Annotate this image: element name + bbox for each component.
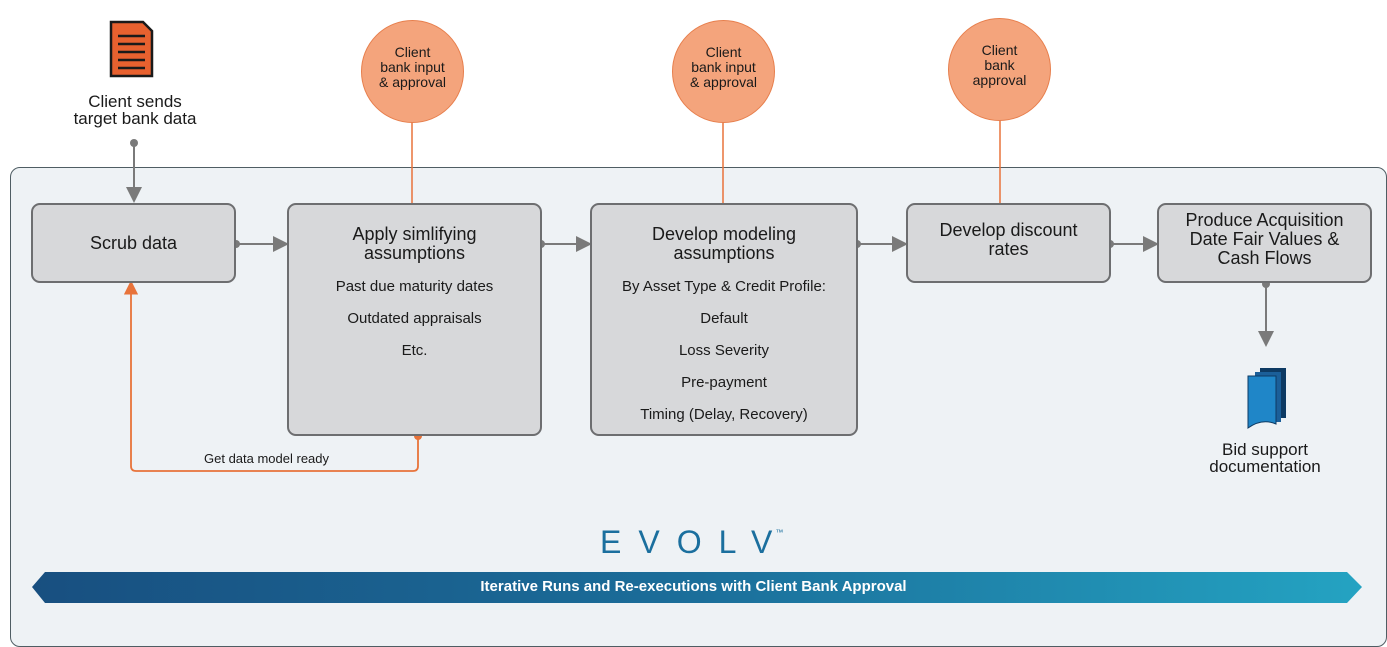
modeling-item: Default <box>700 310 748 327</box>
scrub-data-box: Scrub data <box>31 203 236 283</box>
bid-support-label: Bid support documentation <box>1209 440 1321 476</box>
produce-values-box: Produce Acquisition Date Fair Values & C… <box>1157 203 1372 283</box>
discount-rates-title: Develop discount rates <box>939 220 1078 259</box>
apply-item: Etc. <box>401 342 428 359</box>
discount-rates-box: Develop discount rates <box>906 203 1111 283</box>
documents-stack-icon <box>1247 368 1286 429</box>
iteration-banner-text: Iterative Runs and Re-executions with Cl… <box>480 578 907 595</box>
document-icon <box>109 20 154 78</box>
develop-modeling-title: Develop modeling assumptions <box>651 224 797 263</box>
apply-item: Past due maturity dates <box>335 278 494 295</box>
modeling-item: Pre-payment <box>681 374 767 391</box>
trademark-mark: ™ <box>775 528 784 537</box>
iteration-banner <box>32 572 1362 603</box>
client-approval-circle-3: Client bank approval <box>948 18 1051 121</box>
connectors-layer <box>32 20 1362 603</box>
client-approval-circle-2: Client bank input & approval <box>672 20 775 123</box>
apply-assumptions-box: Apply simlifying assumptions Past due ma… <box>287 203 542 436</box>
evolv-logo: EVOLV™ <box>600 524 800 561</box>
scrub-data-title: Scrub data <box>89 232 178 253</box>
apply-assumptions-title: Apply simlifying assumptions <box>352 224 477 263</box>
feedback-loop-label: Get data model ready <box>204 451 330 466</box>
modeling-item: By Asset Type & Credit Profile: <box>622 278 826 295</box>
develop-modeling-box: Develop modeling assumptions By Asset Ty… <box>590 203 858 436</box>
produce-values-title: Produce Acquisition Date Fair Values & C… <box>1185 210 1344 268</box>
client-approval-circle-1: Client bank input & approval <box>361 20 464 123</box>
feedback-loop-arrow <box>123 280 419 472</box>
client-sends-label: Client sends target bank data <box>73 92 197 128</box>
evolv-logo-text: EVOLV <box>600 524 790 560</box>
modeling-item: Timing (Delay, Recovery) <box>640 406 808 423</box>
apply-item: Outdated appraisals <box>347 310 482 327</box>
modeling-item: Loss Severity <box>678 342 770 359</box>
